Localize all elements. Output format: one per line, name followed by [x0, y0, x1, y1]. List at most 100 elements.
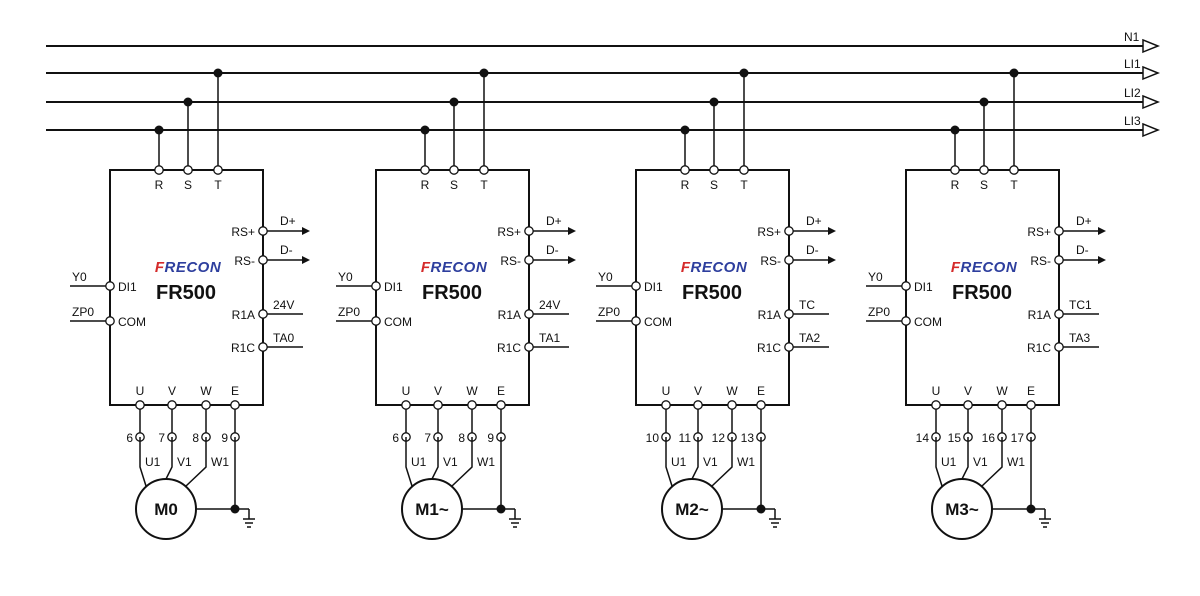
phase-wire — [451, 437, 473, 487]
com-terminal-label: COM — [118, 315, 146, 329]
rs-plus-terminal-label: RS+ — [231, 225, 255, 239]
di-terminal — [105, 281, 115, 291]
r1a-signal-label: 24V — [273, 298, 294, 312]
input-terminal — [479, 165, 489, 175]
bus-junction-dot — [709, 97, 719, 107]
output-terminal-label: V — [964, 384, 972, 398]
r1a-signal-label: TC — [799, 298, 815, 312]
rs-minus-terminal — [524, 255, 534, 265]
output-terminal-label: W — [466, 384, 478, 398]
rs-minus-arrow — [302, 256, 310, 264]
bus-junction-dot — [213, 68, 223, 78]
r1c-signal-label: TA2 — [799, 331, 820, 345]
di-signal-label: Y0 — [868, 270, 883, 284]
di-terminal-label: DI1 — [914, 280, 933, 294]
di-terminal — [901, 281, 911, 291]
brand-logo: FRECON — [155, 259, 222, 276]
com-terminal-label: COM — [914, 315, 942, 329]
brand-logo: FRECON — [421, 259, 488, 276]
phase-label: U1 — [145, 455, 161, 469]
wire-number-label: 9 — [487, 431, 494, 445]
r1c-terminal-label: R1C — [1027, 341, 1051, 355]
output-terminal — [693, 400, 703, 410]
r1c-terminal — [784, 342, 794, 352]
rs-plus-terminal-label: RS+ — [497, 225, 521, 239]
phase-label: V1 — [973, 455, 988, 469]
rs-minus-signal-label: D- — [280, 243, 293, 257]
phase-wire — [665, 437, 673, 487]
wire-number-label: 7 — [158, 431, 165, 445]
output-terminal-label: W — [996, 384, 1008, 398]
phase-wire — [691, 437, 699, 480]
brand-logo-part2: RECON — [165, 259, 222, 276]
wire-number-label: 12 — [712, 431, 726, 445]
input-terminal — [183, 165, 193, 175]
rs-minus-terminal-label: RS- — [500, 254, 521, 268]
rs-plus-signal-label: D+ — [546, 214, 562, 228]
bus-junction-dot — [420, 125, 430, 135]
rs-plus-signal-label: D+ — [1076, 214, 1092, 228]
bus-junction-dot — [1009, 68, 1019, 78]
phase-wire — [185, 437, 207, 487]
rs-minus-terminal — [1054, 255, 1064, 265]
r1a-terminal — [524, 309, 534, 319]
r1c-terminal — [524, 342, 534, 352]
input-terminal-label: S — [710, 178, 718, 192]
brand-logo: FRECON — [951, 259, 1018, 276]
rs-minus-terminal-label: RS- — [1030, 254, 1051, 268]
r1a-terminal-label: R1A — [758, 308, 781, 322]
com-terminal — [105, 316, 115, 326]
phase-wire — [935, 437, 943, 487]
com-signal-label: ZP0 — [868, 305, 890, 319]
rs-plus-terminal — [524, 226, 534, 236]
bus-label: LI3 — [1124, 114, 1141, 128]
di-signal-label: Y0 — [338, 270, 353, 284]
rs-plus-terminal-label: RS+ — [1027, 225, 1051, 239]
output-terminal — [201, 400, 211, 410]
wire-number-label: 6 — [126, 431, 133, 445]
ground-icon — [509, 518, 521, 528]
output-terminal — [135, 400, 145, 410]
com-signal-label: ZP0 — [338, 305, 360, 319]
input-terminal-label: R — [421, 178, 430, 192]
input-terminal — [950, 165, 960, 175]
wire-number-label: 17 — [1011, 431, 1025, 445]
phase-wire — [711, 437, 733, 487]
brand-logo-part1: F — [681, 259, 691, 276]
wire-number-label: 8 — [458, 431, 465, 445]
output-terminal — [467, 400, 477, 410]
phase-wire — [961, 437, 969, 480]
phase-wire — [405, 437, 413, 487]
input-terminal-label: T — [1010, 178, 1018, 192]
phase-wire — [139, 437, 147, 487]
wire-number-label: 14 — [916, 431, 930, 445]
rs-minus-terminal — [784, 255, 794, 265]
bus-arrow — [1142, 122, 1161, 138]
input-terminal — [709, 165, 719, 175]
bus-label: N1 — [1124, 30, 1140, 44]
rs-plus-signal-label: D+ — [280, 214, 296, 228]
rs-plus-arrow — [828, 227, 836, 235]
com-terminal — [901, 316, 911, 326]
wire-number-label: 9 — [221, 431, 228, 445]
output-terminal-label: U — [662, 384, 671, 398]
output-terminal — [963, 400, 973, 410]
phase-label: W1 — [211, 455, 229, 469]
com-terminal-label: COM — [384, 315, 412, 329]
output-terminal-label: W — [200, 384, 212, 398]
r1c-terminal — [1054, 342, 1064, 352]
input-terminal-label: S — [184, 178, 192, 192]
r1c-signal-label: TA1 — [539, 331, 560, 345]
phase-label: U1 — [411, 455, 427, 469]
com-signal-label: ZP0 — [72, 305, 94, 319]
r1c-terminal-label: R1C — [757, 341, 781, 355]
bus-arrow — [1142, 94, 1161, 110]
output-terminal-label: W — [726, 384, 738, 398]
rs-minus-arrow — [568, 256, 576, 264]
input-terminal-label: R — [155, 178, 164, 192]
r1c-terminal-label: R1C — [497, 341, 521, 355]
input-terminal-label: S — [980, 178, 988, 192]
output-terminal-label: U — [136, 384, 145, 398]
